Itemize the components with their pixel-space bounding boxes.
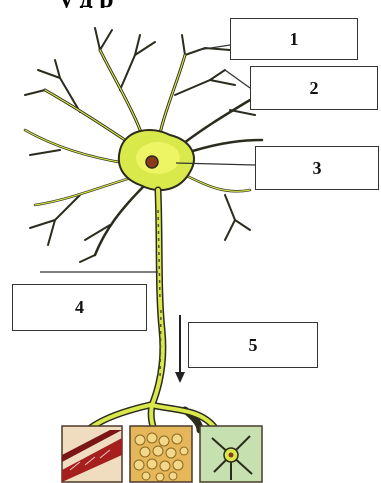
tile-muscle xyxy=(62,426,122,482)
label-number: 4 xyxy=(75,297,84,318)
label-number: 1 xyxy=(290,29,299,50)
label-box-5[interactable]: 5 xyxy=(188,322,318,368)
nucleus-icon xyxy=(146,156,158,168)
label-box-4[interactable]: 4 xyxy=(12,284,147,331)
label-number: 2 xyxy=(310,78,319,99)
label-box-2[interactable]: 2 xyxy=(250,66,378,110)
label-number: 5 xyxy=(249,335,258,356)
down-arrow-icon xyxy=(175,315,185,383)
label-box-3[interactable]: 3 xyxy=(255,146,379,190)
label-box-1[interactable]: 1 xyxy=(230,18,358,60)
tile-cells xyxy=(130,426,192,482)
label-number: 3 xyxy=(313,158,322,179)
tile-neuron xyxy=(200,426,262,482)
